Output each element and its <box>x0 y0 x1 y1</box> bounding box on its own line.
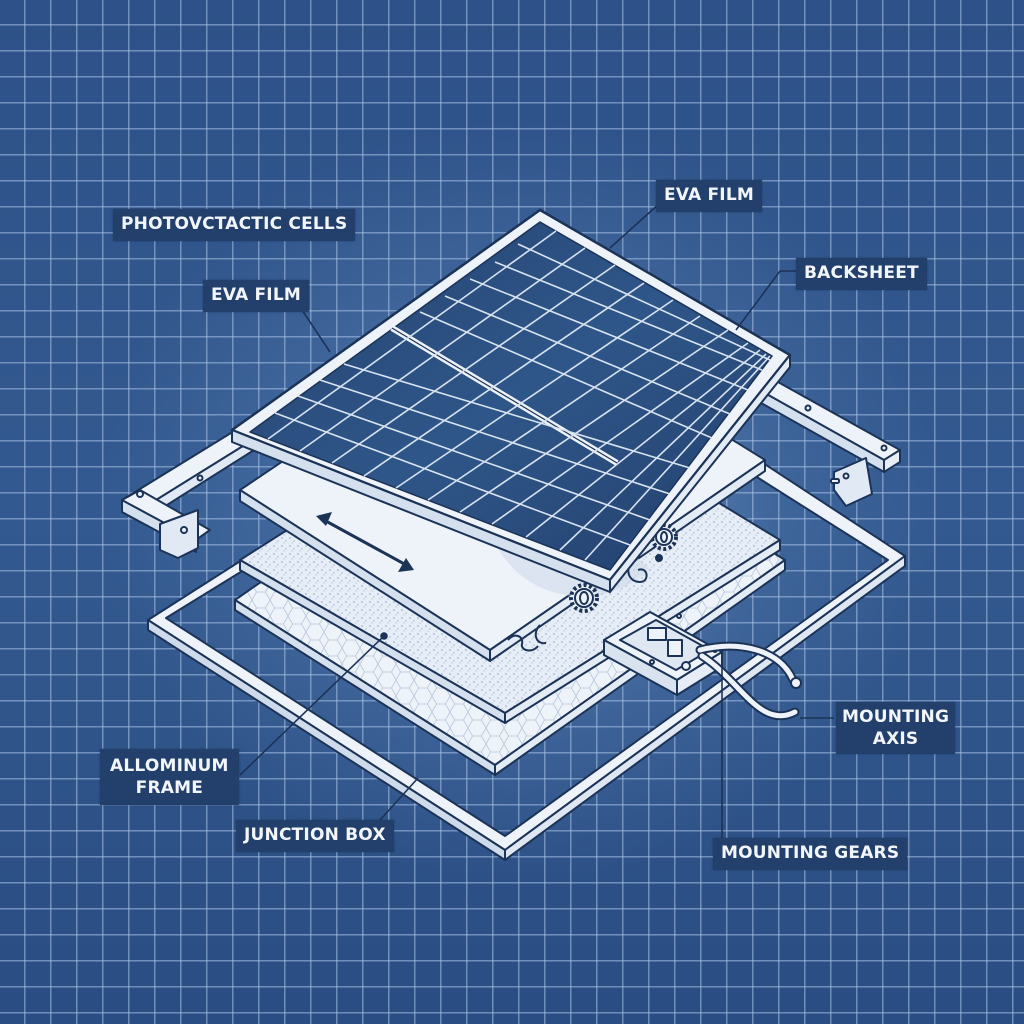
label-eva-film-top: EVA FILM <box>656 180 762 212</box>
label-mounting-gears: MOUNTING GEARS <box>713 838 908 870</box>
label-mounting-axis: MOUNTING AXIS <box>836 702 956 754</box>
label-aluminum-frame-line1: ALLOMINUM <box>110 756 229 776</box>
label-mounting-axis-line1: MOUNTING <box>842 707 950 727</box>
label-eva-film-left: EVA FILM <box>203 280 309 312</box>
label-aluminum-frame: ALLOMINUM FRAME <box>100 749 239 805</box>
right-mounting-bracket <box>744 371 901 507</box>
leader-lines <box>239 202 834 840</box>
label-photovoltaic-cells: PHOTOVCTACTIC CELLS <box>113 209 356 241</box>
solar-cell-panel <box>230 208 792 593</box>
double-arrow-icon <box>316 512 414 572</box>
label-aluminum-frame-line2: FRAME <box>135 778 204 798</box>
label-mounting-axis-line2: AXIS <box>872 729 919 749</box>
label-junction-box: JUNCTION BOX <box>236 820 394 852</box>
label-backsheet: BACKSHEET <box>796 258 927 290</box>
